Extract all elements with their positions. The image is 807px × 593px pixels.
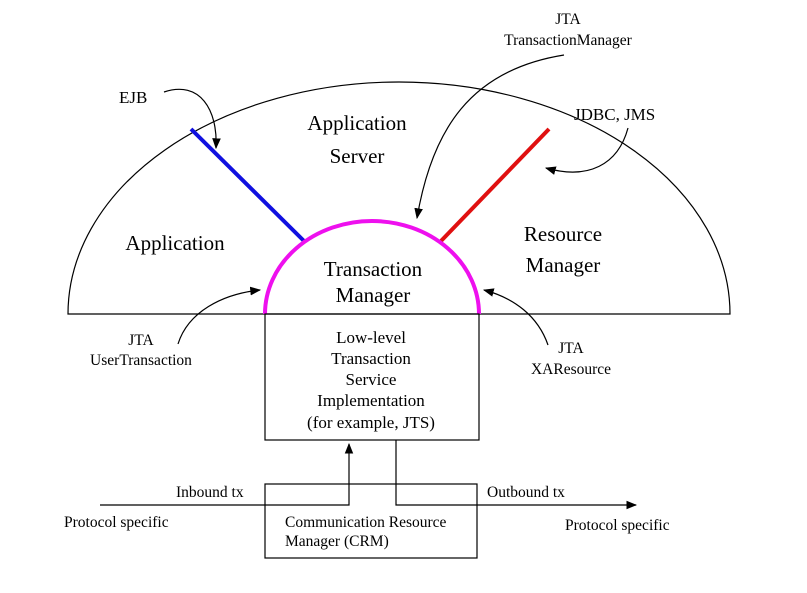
low-level-label-line2: Transaction: [331, 349, 411, 368]
jta-xa-label-line2: XAResource: [531, 361, 611, 378]
protocol-specific-left-label: Protocol specific: [64, 514, 169, 531]
resource-manager-label-line2: Manager: [526, 253, 601, 277]
inbound-tx-path: [100, 442, 354, 506]
low-level-label-line5: (for example, JTS): [307, 413, 435, 432]
crm-label-line2: Manager (CRM): [285, 533, 389, 550]
ejb-label: EJB: [119, 88, 147, 107]
low-level-label-line4: Implementation: [317, 391, 425, 410]
jdbc-jms-interface-line: [439, 127, 551, 243]
jta-tm-callout-arrow: [414, 54, 565, 220]
ejb-callout-arrow: [163, 88, 221, 150]
transaction-manager-label-line2: Manager: [336, 283, 411, 307]
jta-xa-callout-arrow: [482, 288, 549, 346]
crm-box: [264, 483, 478, 559]
jta-xa-label-line1: JTA: [558, 340, 584, 357]
ejb-interface-line: [189, 127, 306, 243]
jta-user-label-line1: JTA: [128, 332, 154, 349]
transaction-manager-arc: [263, 219, 481, 315]
low-level-label-line1: Low-level: [336, 328, 406, 347]
jta-user-callout-arrow: [177, 286, 262, 345]
jta-tm-label-line1: JTA: [555, 11, 581, 28]
jta-tm-label-line2: TransactionManager: [504, 32, 633, 49]
application-server-dome: [67, 81, 731, 315]
low-level-service-box: [264, 313, 480, 441]
crm-label-line1: Communication Resource: [285, 514, 447, 531]
outbound-tx-label: Outbound tx: [487, 484, 565, 501]
resource-manager-label-line1: Resource: [524, 222, 602, 246]
jdbc-callout-arrow: [544, 127, 629, 175]
low-level-label-line3: Service: [346, 370, 397, 389]
app-server-label-line1: Application: [307, 111, 407, 135]
jta-user-label-line2: UserTransaction: [90, 352, 192, 369]
inbound-tx-label: Inbound tx: [176, 484, 244, 501]
outbound-tx-path: [395, 440, 638, 510]
jdbc-jms-label: JDBC, JMS: [574, 105, 655, 124]
application-label: Application: [125, 231, 225, 255]
transaction-manager-label-line1: Transaction: [324, 257, 423, 281]
app-server-label-line2: Server: [330, 144, 385, 168]
protocol-specific-right-label: Protocol specific: [565, 517, 670, 534]
